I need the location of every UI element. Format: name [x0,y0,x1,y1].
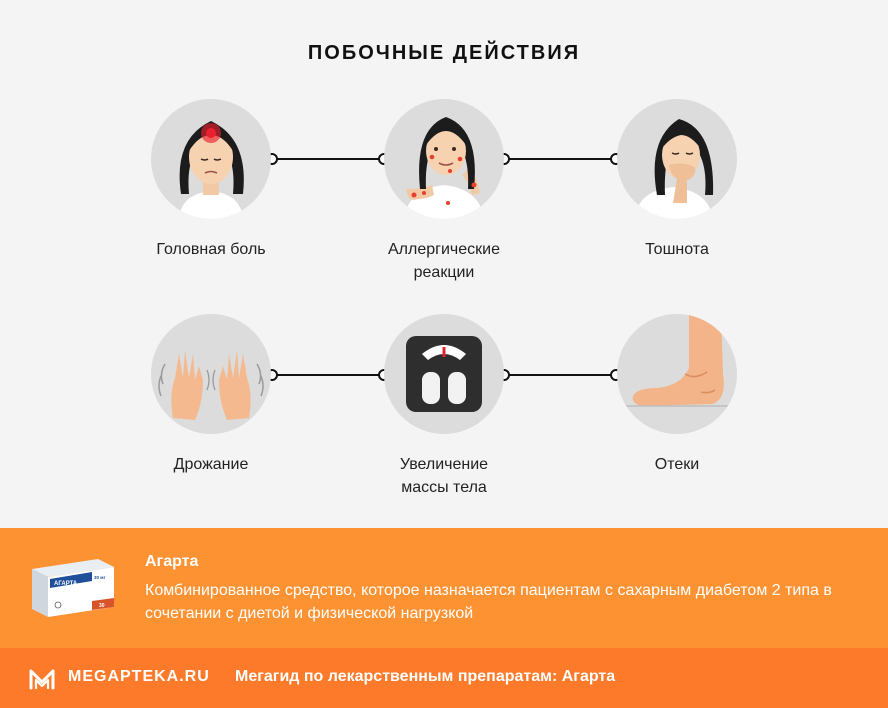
effect-label-weight-gain: Увеличение массы тела [399,456,489,496]
medicine-box-image: АГАРТА 30 мг 30 [32,559,114,617]
effect-label-headache: Головная боль [156,241,266,258]
footer-brand[interactable]: MEGAPTEKA.RU [68,668,210,685]
package-brand: АГАРТА [54,581,78,587]
headache-icon [151,99,271,219]
footer-caption: Мегагид по лекарственным препаратам: Ага… [235,668,616,685]
footer-bar [0,648,888,708]
connector-line [504,374,616,376]
package-count: 30 [99,603,105,609]
connector-line [272,374,384,376]
connector-line [272,158,384,160]
scale-icon [384,314,504,434]
trembling-hands-icon [151,314,271,434]
effect-label-allergy: Аллергические реакции [388,241,500,281]
connector-line [504,158,616,160]
product-info-band [0,528,888,648]
effect-label-edema: Отеки [654,456,700,473]
effect-label-trembling: Дрожание [173,456,249,473]
nausea-icon [617,99,737,219]
product-name: Агарта [145,553,199,570]
swollen-foot-icon [617,314,737,434]
effect-label-nausea: Тошнота [645,241,709,258]
package-dose: 30 мг [94,575,106,580]
allergy-rash-icon [384,99,504,219]
megapteka-logo-icon [29,669,55,690]
main-panel [0,0,888,528]
page-title: ПОБОЧНЫЕ ДЕЙСТВИЯ [307,42,581,64]
product-description: Комбинированное средство, которое назнач… [145,582,832,622]
